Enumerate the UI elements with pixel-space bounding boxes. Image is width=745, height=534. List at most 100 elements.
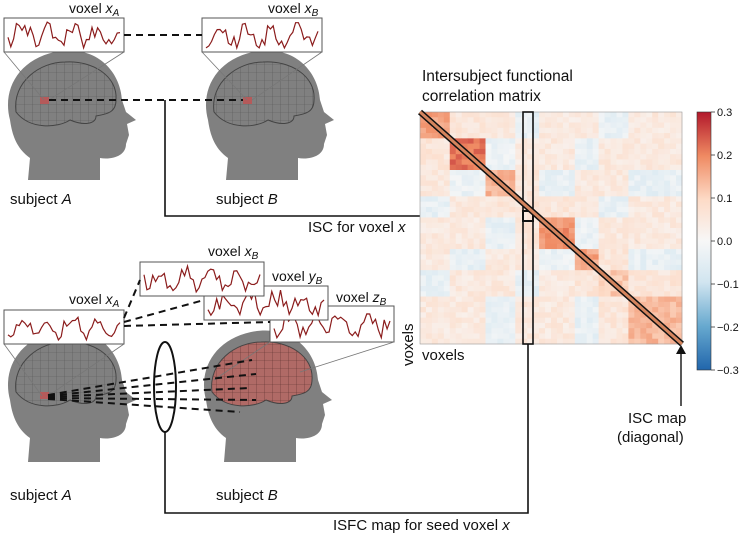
matrix-cell <box>425 291 433 297</box>
matrix-cell <box>676 206 683 213</box>
matrix-cell <box>598 338 605 345</box>
matrix-cell <box>455 206 462 213</box>
matrix-cell <box>443 317 451 324</box>
matrix-cell <box>461 138 468 144</box>
matrix-cell <box>431 291 439 297</box>
matrix-cell <box>640 154 647 160</box>
matrix-cell <box>497 264 504 271</box>
matrix-cell <box>479 275 486 282</box>
matrix-cell <box>616 217 623 224</box>
matrix-cell <box>431 180 439 187</box>
matrix-cell <box>676 148 683 155</box>
matrix-cell <box>580 148 588 155</box>
matrix-cell <box>568 291 576 297</box>
matrix-cell <box>533 275 540 282</box>
matrix-cell <box>568 312 576 318</box>
matrix-cell <box>485 328 492 334</box>
matrix-cell <box>449 333 457 340</box>
matrix-cell <box>515 322 522 329</box>
matrix-cell <box>604 117 611 123</box>
matrix-cell <box>676 133 683 139</box>
matrix-cell <box>676 180 683 187</box>
matrix-cell <box>616 122 623 129</box>
matrix-cell <box>467 212 474 218</box>
colorbar-ticks: 0.30.20.10.0−0.1−0.2−0.3 <box>711 107 739 377</box>
matrix-cell <box>652 291 659 297</box>
matrix-cell <box>664 222 671 229</box>
matrix-cell <box>479 117 486 123</box>
matrix-cell <box>497 170 504 176</box>
matrix-cell <box>491 112 498 118</box>
matrix-cell <box>610 286 617 292</box>
matrix-cell <box>491 180 498 187</box>
matrix-cell <box>497 254 504 260</box>
matrix-cell <box>527 185 534 192</box>
matrix-cell <box>586 243 593 250</box>
matrix-cell <box>610 338 617 345</box>
matrix-cell <box>425 317 433 324</box>
matrix-cell <box>479 206 486 213</box>
matrix-cell <box>551 307 558 313</box>
matrix-cell <box>431 275 439 282</box>
matrix-cell <box>503 117 510 123</box>
matrix-cell <box>503 259 510 266</box>
matrix-cell <box>420 333 427 340</box>
matrix-cell <box>545 238 552 245</box>
matrix-cell <box>461 270 468 276</box>
matrix-cell <box>586 322 593 329</box>
timeseries-box-voxel-xb-top <box>201 17 323 53</box>
matrix-cell <box>461 312 468 318</box>
matrix-cell <box>497 127 504 134</box>
matrix-cell <box>527 228 534 234</box>
head-subject-b-top <box>205 50 334 181</box>
matrix-cell <box>562 264 570 271</box>
matrix-cell <box>562 112 570 118</box>
matrix-cell <box>580 238 588 245</box>
matrix-cell <box>676 127 683 134</box>
matrix-cell <box>592 243 599 250</box>
matrix-cell <box>592 175 599 181</box>
matrix-cell <box>461 175 468 181</box>
matrix-cell <box>574 243 582 250</box>
matrix-cell <box>670 170 677 176</box>
matrix-cell <box>437 243 445 250</box>
matrix-cell <box>586 264 593 271</box>
matrix-cell <box>556 301 564 308</box>
matrix-cell <box>473 270 480 276</box>
matrix-cell <box>574 264 582 271</box>
matrix-cell <box>616 238 623 245</box>
matrix-cell <box>539 275 546 282</box>
matrix-cell <box>658 222 665 229</box>
matrix-cell <box>509 185 516 192</box>
matrix-cell <box>497 328 504 334</box>
matrix-cell <box>479 286 486 292</box>
matrix-cell <box>592 228 599 234</box>
matrix-cell <box>443 206 451 213</box>
matrix-cell <box>527 270 534 276</box>
matrix-cell <box>503 296 510 303</box>
matrix-cell <box>485 238 492 245</box>
matrix-cell <box>676 270 683 276</box>
matrix-cell <box>634 228 641 234</box>
matrix-cell <box>634 270 641 276</box>
matrix-cell <box>628 148 635 155</box>
matrix-cell <box>646 122 653 129</box>
matrix-cell <box>467 138 474 144</box>
matrix-cell <box>622 286 629 292</box>
matrix-cell <box>598 312 605 318</box>
matrix-cell <box>509 322 516 329</box>
matrix-cell <box>568 212 576 218</box>
matrix-cell <box>455 317 462 324</box>
matrix-cell <box>455 170 462 176</box>
matrix-cell <box>556 196 564 202</box>
matrix-cell <box>646 138 653 144</box>
matrix-cell <box>568 328 576 334</box>
matrix-cell <box>449 307 457 313</box>
matrix-cell <box>539 312 546 318</box>
matrix-cell <box>664 286 671 292</box>
matrix-cell <box>461 228 468 234</box>
matrix-cell <box>521 243 528 250</box>
matrix-cell <box>443 243 451 250</box>
matrix-cell <box>670 301 677 308</box>
matrix-cell <box>449 328 457 334</box>
